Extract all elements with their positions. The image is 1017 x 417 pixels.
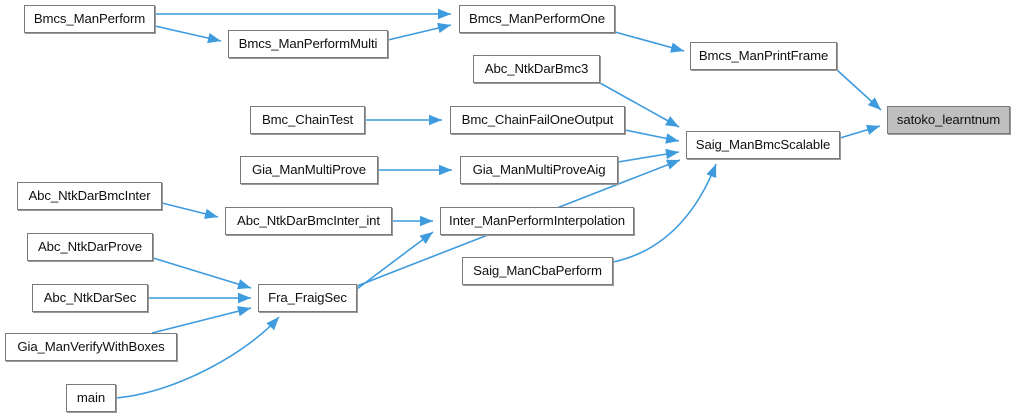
- graph-node-bmcs_manperformone[interactable]: Bmcs_ManPerformOne: [459, 5, 615, 33]
- arrowhead: [706, 164, 717, 179]
- graph-node-label: Abc_NtkDarBmcInter_int: [237, 213, 380, 229]
- arrowhead: [237, 279, 251, 290]
- graph-node-label: Bmc_ChainTest: [261, 112, 354, 128]
- graph-node-label: Abc_NtkDarSec: [43, 290, 137, 306]
- arrowhead: [867, 97, 881, 110]
- graph-node-label: Saig_ManBmcScalable: [695, 137, 831, 153]
- graph-node-saig_manbmcscalable[interactable]: Saig_ManBmcScalable: [686, 131, 840, 159]
- graph-node-bmcs_manperform[interactable]: Bmcs_ManPerform: [24, 5, 155, 33]
- graph-node-abc_ntkdarprove[interactable]: Abc_NtkDarProve: [27, 233, 153, 261]
- graph-node-abc_ntkdarsec[interactable]: Abc_NtkDarSec: [32, 284, 148, 312]
- graph-node-label: Gia_ManMultiProveAig: [472, 162, 606, 178]
- arrowhead: [266, 317, 279, 331]
- arrowhead: [665, 148, 679, 160]
- arrowhead: [238, 292, 251, 304]
- graph-node-label: Bmcs_ManPrintFrame: [698, 48, 829, 64]
- graph-node-gia_manmultiprove[interactable]: Gia_ManMultiProve: [240, 156, 378, 184]
- arrowhead: [429, 114, 442, 126]
- graph-node-main[interactable]: main: [66, 384, 116, 412]
- graph-node-saig_mancbaperform[interactable]: Saig_ManCbaPerform: [462, 257, 613, 285]
- edge-abc_ntkdarbmc3-to-saig_manbmcscalable: [599, 82, 680, 128]
- graph-node-abc_ntkdarbmcinter[interactable]: Abc_NtkDarBmcInter: [17, 182, 162, 210]
- graph-node-abc_ntkdarbmcinter_int[interactable]: Abc_NtkDarBmcInter_int: [225, 207, 392, 235]
- graph-node-bmcs_manperformmulti[interactable]: Bmcs_ManPerformMulti: [228, 30, 388, 58]
- graph-node-label: Abc_NtkDarBmcInter: [28, 188, 151, 204]
- arrowhead: [665, 159, 680, 170]
- graph-node-label: Gia_ManMultiProve: [251, 162, 367, 178]
- graph-node-fra_fraigsec[interactable]: Fra_FraigSec: [258, 284, 357, 312]
- edge-fra_fraigsec-to-inter_manperforminterp: [356, 231, 434, 290]
- graph-node-abc_ntkdarbmc3[interactable]: Abc_NtkDarBmc3: [473, 55, 600, 83]
- graph-node-label: Bmcs_ManPerformOne: [469, 11, 605, 27]
- graph-node-label: Bmc_ChainFailOneOutput: [461, 112, 614, 128]
- graph-node-bmc_chainfailoneoutput[interactable]: Bmc_ChainFailOneOutput: [450, 106, 625, 134]
- arrowhead: [665, 133, 679, 144]
- edge-main-to-fra_fraigsec: [115, 316, 280, 399]
- graph-node-satoko_learntnum[interactable]: satoko_learntnum: [887, 106, 1010, 134]
- graph-node-label: main: [76, 390, 106, 406]
- graph-node-label: Abc_NtkDarBmc3: [484, 61, 589, 77]
- edge-gia_manverifywithboxes-to-fra_fraigsec: [151, 307, 252, 334]
- graph-node-bmcs_manprintframe[interactable]: Bmcs_ManPrintFrame: [690, 42, 837, 70]
- arrowhead: [665, 116, 679, 127]
- edge-saig_mancbaperform-to-saig_manbmcscalable: [612, 163, 717, 263]
- edge-arrowheads: [204, 8, 881, 331]
- arrowhead: [866, 124, 880, 135]
- graph-node-label: Fra_FraigSec: [268, 290, 347, 306]
- graph-node-label: Bmcs_ManPerform: [33, 11, 146, 27]
- arrowhead: [438, 8, 451, 20]
- graph-node-bmc_chaintest[interactable]: Bmc_ChainTest: [250, 106, 365, 134]
- arrowhead: [204, 208, 218, 219]
- graph-node-inter_manperforminterp[interactable]: Inter_ManPerformInterpolation: [440, 207, 634, 235]
- graph-node-gia_manverifywithboxes[interactable]: Gia_ManVerifyWithBoxes: [5, 333, 177, 361]
- arrowhead: [420, 215, 433, 227]
- graph-node-label: Bmcs_ManPerformMulti: [238, 36, 378, 52]
- arrowhead: [670, 42, 684, 53]
- arrowhead: [237, 306, 251, 317]
- arrowhead: [437, 22, 451, 33]
- edge-paths: [115, 13, 882, 399]
- graph-node-label: Inter_ManPerformInterpolation: [449, 213, 625, 229]
- graph-node-label: Abc_NtkDarProve: [37, 239, 143, 255]
- graph-node-label: satoko_learntnum: [896, 112, 1001, 128]
- edge-abc_ntkdarprove-to-fra_fraigsec: [152, 257, 252, 289]
- arrowhead: [419, 232, 433, 244]
- graph-node-gia_manmultiproveaig[interactable]: Gia_ManMultiProveAig: [460, 156, 618, 184]
- graph-node-label: Saig_ManCbaPerform: [473, 263, 602, 279]
- arrowhead: [207, 33, 221, 44]
- arrowhead: [439, 164, 452, 176]
- graph-node-label: Gia_ManVerifyWithBoxes: [17, 339, 165, 355]
